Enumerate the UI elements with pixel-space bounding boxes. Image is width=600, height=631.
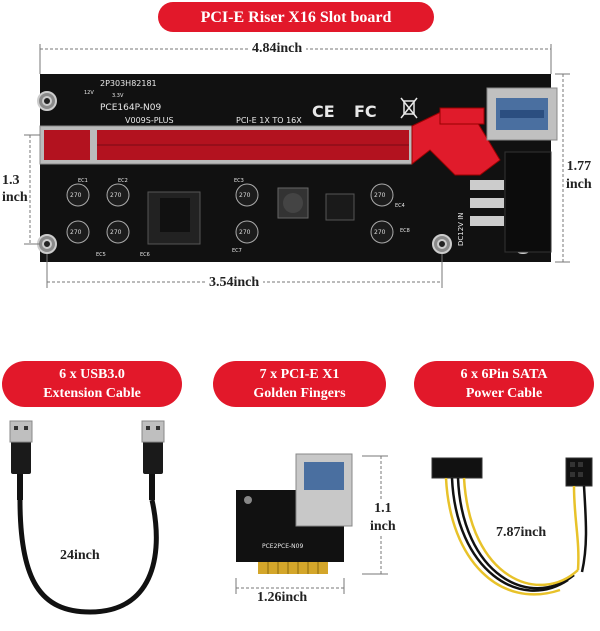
cap-label-ec1: EC1 <box>78 178 88 184</box>
svg-text:270: 270 <box>239 229 251 236</box>
svg-text:270: 270 <box>110 192 122 199</box>
board-model: PCE164P-N09 <box>100 103 162 113</box>
sata-cable-badge: 6 x 6Pin SATA Power Cable <box>414 361 594 407</box>
voltage-12v: 12V <box>84 90 94 96</box>
cap-label-ec7: EC7 <box>232 248 242 254</box>
fc-mark: FC <box>354 102 377 121</box>
cap-label-ec2: EC2 <box>118 178 128 184</box>
board-version: V009S-PLUS <box>125 116 174 125</box>
board-width-label: 4.84inch <box>248 41 307 57</box>
power-connector <box>504 151 552 253</box>
board-slot-label: PCI-E 1X TO 16X <box>236 116 302 125</box>
title-badge: PCI-E Riser X16 Slot board <box>158 2 434 32</box>
sata-power-cable <box>431 457 593 596</box>
card-height-value: 1.1 <box>374 501 392 516</box>
ce-mark: CE <box>312 102 335 121</box>
svg-text:270: 270 <box>70 192 82 199</box>
card-model: PCE2PCE-N09 <box>262 543 303 550</box>
svg-text:270: 270 <box>70 229 82 236</box>
svg-text:270: 270 <box>374 192 386 199</box>
capacitors <box>66 183 394 244</box>
title-text: PCI-E Riser X16 Slot board <box>200 8 392 26</box>
pcie-x1-card: PCE2PCE-N09 <box>236 453 353 574</box>
golden-fingers-line2: Golden Fingers <box>253 386 346 401</box>
usb-cable-line1: 6 x USB3.0 <box>59 367 125 382</box>
usb-cable-length-label: 24inch <box>60 548 100 563</box>
golden-fingers-badge: 7 x PCI-E X1 Golden Fingers <box>213 361 386 407</box>
usb-cable-badge: 6 x USB3.0 Extension Cable <box>2 361 182 407</box>
board-left-height-label: 1.3 inch <box>2 172 28 206</box>
board-height-value: 1.77 <box>566 159 592 174</box>
sata-cable-line1: 6 x 6Pin SATA <box>460 367 548 382</box>
svg-text:270: 270 <box>239 192 251 199</box>
board-height-label: 1.77 inch <box>566 158 592 194</box>
usb-extension-cable <box>9 420 165 615</box>
board-left-height-value: 1.3 <box>2 173 20 188</box>
dc-label: DC12V IN <box>457 213 465 247</box>
board-serial: 2P303H82181 <box>100 79 157 88</box>
cap-label-ec4: EC4 <box>395 203 405 209</box>
svg-text:270: 270 <box>110 229 122 236</box>
cap-label-ec5: EC5 <box>96 252 106 258</box>
golden-fingers-line1: 7 x PCI-E X1 <box>259 367 340 382</box>
cap-label-ec6: EC6 <box>140 252 150 258</box>
svg-text:270: 270 <box>374 229 386 236</box>
voltage-33v: 3.3V <box>112 93 124 99</box>
cap-label-ec8: EC8 <box>400 228 410 234</box>
cap-label-ec3: EC3 <box>234 178 244 184</box>
card-height-label: 1.1 inch <box>370 500 396 536</box>
usb-cable-line2: Extension Cable <box>43 386 141 401</box>
board-hole-span-label: 3.54inch <box>205 275 264 291</box>
board-left-height-unit: inch <box>2 190 28 205</box>
sata-cable-length-label: 7.87inch <box>496 525 547 541</box>
sata-cable-line2: Power Cable <box>465 386 543 401</box>
board-height-unit: inch <box>566 177 592 192</box>
card-width-label: 1.26inch <box>257 590 308 605</box>
weee-bin-icon <box>400 97 418 119</box>
card-height-unit: inch <box>370 519 396 534</box>
